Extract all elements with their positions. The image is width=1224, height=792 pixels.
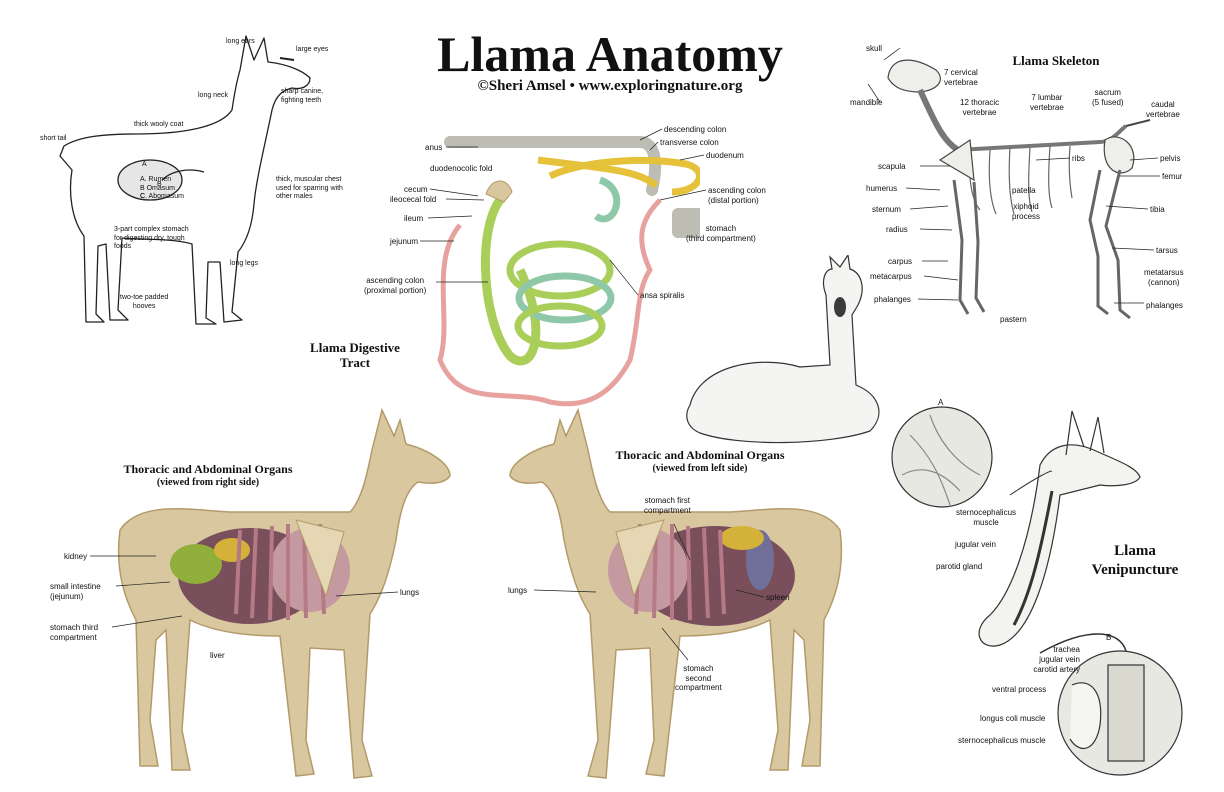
label-parotid-gland: parotid gland xyxy=(936,562,983,571)
venipuncture-circle-a: A xyxy=(938,398,944,407)
venipuncture-circle-b: B xyxy=(1106,633,1112,642)
label-pastern: pastern xyxy=(1000,315,1027,324)
label-large-eyes: large eyes xyxy=(296,46,329,53)
label-humerus: humerus xyxy=(866,184,898,193)
label-pelvis: pelvis xyxy=(1160,154,1181,163)
label-short-tail: short tail xyxy=(40,135,67,142)
organs-right-subheading: (viewed from right side) xyxy=(156,477,260,488)
label-sternocephalicus: sternocephalicus muscle xyxy=(956,508,1017,527)
label-descending-colon: descending colon xyxy=(664,125,727,134)
label-ascending-colon-proximal: ascending colon (proximal portion) xyxy=(364,276,427,295)
label-metatarsus: metatarsus (cannon) xyxy=(1144,268,1184,287)
label-duodenocolic-fold: duodenocolic fold xyxy=(430,164,493,173)
label-long-neck: long neck xyxy=(198,92,228,99)
label-ascending-colon-distal: ascending colon (distal portion) xyxy=(708,186,766,205)
label-spleen: spleen xyxy=(766,593,790,602)
label-tarsus: tarsus xyxy=(1156,246,1178,255)
label-duodenum: duodenum xyxy=(706,151,744,160)
label-caudal-vertebrae: caudal vertebrae xyxy=(1146,100,1180,119)
label-cecum: cecum xyxy=(404,185,428,194)
label-jugular-vein-b: jugular vein xyxy=(1039,655,1080,664)
label-trachea: trachea xyxy=(1053,645,1080,654)
label-transverse-colon: transverse colon xyxy=(660,138,719,147)
label-phalanges-front: phalanges xyxy=(874,295,911,304)
label-mandible: mandible xyxy=(850,98,883,107)
page-title: Llama Anatomy xyxy=(437,26,783,82)
label-sharp-teeth: sharp canine, fighting teeth xyxy=(281,88,324,104)
venipuncture-illustration xyxy=(891,406,1183,776)
label-ribs: ribs xyxy=(1072,154,1085,163)
label-sternocephalicus-b: sternocephalicus muscle xyxy=(958,736,1046,745)
label-phalanges-hind: phalanges xyxy=(1146,301,1183,310)
label-stomach-third-compartment: stomach (third compartment) xyxy=(686,224,756,243)
label-carotid-artery: carotid artery xyxy=(1033,665,1080,674)
label-sacrum: sacrum (5 fused) xyxy=(1092,88,1124,107)
label-lumbar-vertebrae: 7 lumbar vertebrae xyxy=(1030,93,1064,112)
label-thoracic-vertebrae: 12 thoracic vertebrae xyxy=(960,98,1000,117)
label-muscular-chest: thick, muscular chest used for sparring … xyxy=(276,176,343,200)
stomach-letter-c: C xyxy=(140,193,146,200)
label-carpus: carpus xyxy=(888,257,913,266)
label-sternum: sternum xyxy=(872,205,901,214)
label-thick-coat: thick wooly coat xyxy=(134,121,184,128)
label-long-ears: long ears xyxy=(226,38,255,45)
llama-skeleton-illustration xyxy=(887,59,1151,320)
label-xiphoid-process: xiphoid process xyxy=(1012,202,1041,221)
label-jejunum: jejunum xyxy=(390,237,419,246)
label-longus-coli: longus coli muscle xyxy=(980,714,1046,723)
label-stomach-first: stomach first compartment xyxy=(644,496,691,515)
organs-left-subheading: (viewed from left side) xyxy=(652,463,748,474)
page-subtitle: ©Sheri Amsel • www.exploringnature.org xyxy=(477,78,743,94)
label-lungs-right: lungs xyxy=(400,588,420,597)
label-femur: femur xyxy=(1162,172,1183,181)
label-metacarpus: metacarpus xyxy=(870,272,912,281)
label-radius: radius xyxy=(886,225,908,234)
label-long-legs: long legs xyxy=(230,260,259,267)
label-stomach-third-right: stomach third compartment xyxy=(50,623,99,642)
label-jugular-vein: jugular vein xyxy=(955,540,996,549)
label-complex-stomach: 3-part complex stomach for digesting dry… xyxy=(114,226,189,250)
label-scapula: scapula xyxy=(878,162,906,171)
stomach-letter-b: B xyxy=(157,181,162,188)
label-patella: patella xyxy=(1012,186,1036,195)
skeleton-heading: Llama Skeleton xyxy=(1012,53,1100,68)
label-padded-hooves: two-toe padded hooves xyxy=(120,294,169,310)
label-liver: liver xyxy=(210,651,225,660)
label-small-intestine: small intestine (jejunum) xyxy=(50,582,101,601)
label-ileum: ileum xyxy=(404,214,424,223)
organs-left-heading: Thoracic and Abdominal Organs xyxy=(615,448,785,462)
label-stomach-second: stomach second compartment xyxy=(675,664,722,692)
label-ventral-process: ventral process xyxy=(992,685,1047,694)
label-skull: skull xyxy=(866,44,883,53)
external-llama-drawing xyxy=(59,35,311,325)
digestive-tract-illustration xyxy=(437,136,700,407)
label-lungs-left: lungs xyxy=(508,586,528,595)
venipuncture-heading: Llama Venipuncture xyxy=(1091,543,1179,578)
stomach-letter-a: A xyxy=(142,161,147,168)
label-anus: anus xyxy=(425,143,443,152)
organs-right-side-illustration xyxy=(117,407,451,779)
digestive-tract-heading: Llama Digestive Tract xyxy=(310,340,400,370)
label-ansa-spiralis: ansa spiralis xyxy=(640,291,685,300)
label-tibia: tibia xyxy=(1150,205,1165,214)
organs-right-heading: Thoracic and Abdominal Organs xyxy=(123,462,293,476)
label-kidney: kidney xyxy=(64,552,88,561)
resting-llama-illustration xyxy=(686,255,880,444)
label-ileocecal-fold: ileocecal fold xyxy=(390,195,437,204)
label-cervical-vertebrae: 7 cervical vertebrae xyxy=(944,68,978,87)
label-stomach-legend: A. Rumen B Omasum C. Abomasum xyxy=(140,176,184,200)
